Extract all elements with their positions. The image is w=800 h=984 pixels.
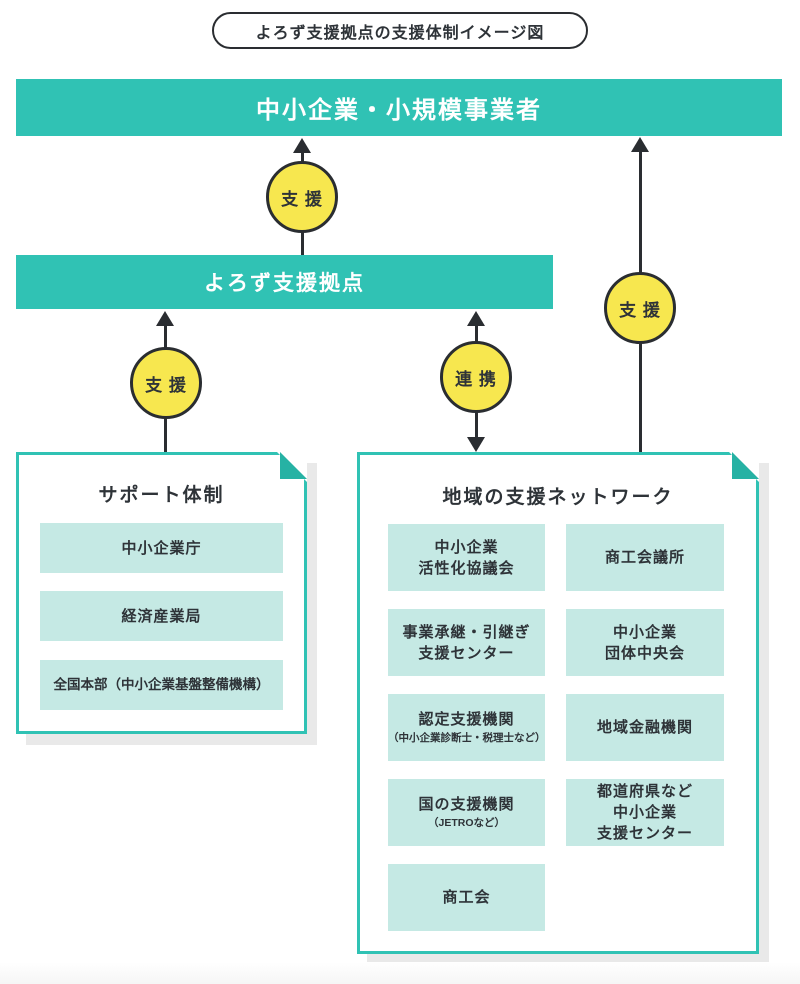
label-circle-renkei: 連 携 [440, 341, 512, 413]
support-item: 中小企業庁 [40, 523, 283, 573]
network-item-sublabel: （中小企業診断士・税理士など） [388, 732, 546, 745]
label-circle-shien-right: 支 援 [604, 272, 676, 344]
network-item-label: 中小企業 団体中央会 [604, 623, 685, 662]
network-item: 中小企業 活性化協議会 [388, 524, 545, 591]
network-item: 商工会議所 [566, 524, 724, 591]
diagram-title: よろず支援拠点の支援体制イメージ図 [212, 12, 588, 49]
support-item: 全国本部（中小企業基盤整備機構） [40, 660, 283, 710]
page-bottom-tint [0, 962, 800, 984]
network-item: 商工会 [388, 864, 545, 931]
network-item-label: 中小企業 活性化協議会 [418, 538, 515, 577]
network-item: 都道府県など 中小企業 支援センター [566, 779, 724, 846]
network-item: 中小企業 団体中央会 [566, 609, 724, 676]
banner-yorozu: よろず支援拠点 [16, 255, 553, 309]
network-item-label: 認定支援機関 [418, 711, 515, 729]
arrowhead-up-network-to-sme [631, 137, 649, 152]
network-item-label: 商工会 [442, 889, 491, 906]
network-card-title: 地域の支援ネットワーク [442, 487, 674, 508]
network-item-sublabel: （JETROなど） [427, 817, 505, 830]
network-item-label: 商工会議所 [604, 549, 685, 566]
arrowhead-up-yorozu-to-sme [293, 138, 311, 153]
banner-sme: 中小企業・小規模事業者 [16, 79, 782, 136]
support-card-title: サポート体制 [98, 485, 225, 506]
support-item-label: 経済産業局 [121, 607, 202, 625]
label-circle-shien-top: 支 援 [266, 161, 338, 233]
support-card: サポート体制 中小企業庁 経済産業局 全国本部（中小企業基盤整備機構） [16, 452, 307, 734]
network-card: 地域の支援ネットワーク 中小企業 活性化協議会 事業承継・引継ぎ 支援センター … [357, 452, 759, 954]
network-item: 事業承継・引継ぎ 支援センター [388, 609, 545, 676]
network-item-label: 都道府県など 中小企業 支援センター [596, 783, 693, 842]
network-item-label: 地域金融機関 [596, 719, 693, 736]
arrowhead-down-collaboration [467, 437, 485, 452]
network-item-label: 国の支援機関 [418, 796, 515, 814]
support-item-label: 中小企業庁 [121, 539, 202, 557]
support-item: 経済産業局 [40, 591, 283, 641]
network-item: 認定支援機関 （中小企業診断士・税理士など） [388, 694, 546, 761]
arrowhead-up-collaboration [467, 311, 485, 326]
support-item-label: 全国本部（中小企業基盤整備機構） [53, 676, 270, 692]
network-item: 国の支援機関 （JETROなど） [388, 779, 545, 846]
network-item-label: 事業承継・引継ぎ 支援センター [402, 623, 531, 662]
network-item: 地域金融機関 [566, 694, 724, 761]
arrowhead-up-support-to-yorozu [156, 311, 174, 326]
label-circle-shien-left: 支 援 [130, 347, 202, 419]
